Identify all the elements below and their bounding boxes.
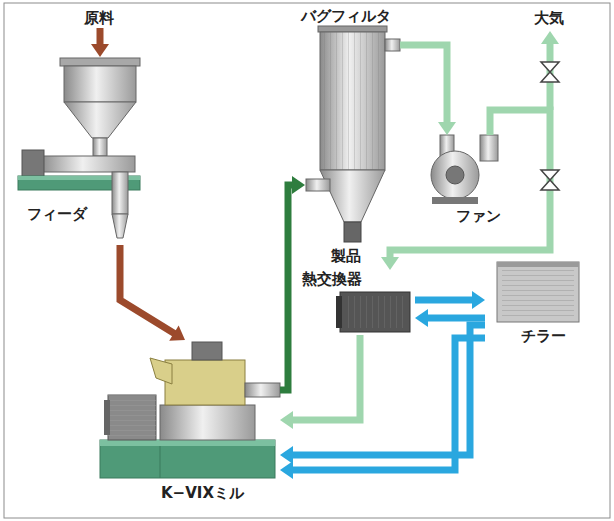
bag-filter-illustration xyxy=(306,26,400,242)
arrowhead xyxy=(280,461,293,479)
flow-arrow xyxy=(280,335,360,429)
feeder-node: フィーダ xyxy=(15,55,150,245)
flow-arrow xyxy=(280,338,485,479)
vent-arrowhead xyxy=(541,31,559,44)
arrowhead xyxy=(381,257,399,270)
heat-exchanger-node: 熱交換器 xyxy=(298,270,415,335)
arrowhead xyxy=(438,122,456,135)
flow-arrow xyxy=(381,110,550,270)
material-label: 原料 xyxy=(84,9,114,27)
flow-arrow xyxy=(415,291,485,309)
feeder-illustration xyxy=(18,58,140,238)
flow-arrow xyxy=(400,45,456,135)
flow-line xyxy=(120,245,175,334)
flow-line xyxy=(390,110,550,258)
flow-line xyxy=(415,297,473,304)
flow-arrow xyxy=(120,245,185,341)
bag-filter-node: バグフィルタ xyxy=(305,5,400,255)
mill-illustration xyxy=(100,342,280,478)
flow-line xyxy=(292,335,360,420)
chiller-node: チラー xyxy=(485,255,590,347)
arrowhead xyxy=(169,326,185,341)
heat-exchanger-illustration xyxy=(336,292,410,332)
valve-symbol xyxy=(541,62,559,82)
equipment-label: チラー xyxy=(521,327,566,345)
flow-line xyxy=(292,338,485,470)
arrowhead xyxy=(415,309,428,327)
equipment-label: フィーダ xyxy=(27,205,87,223)
equipment-label: K−VIXミル xyxy=(161,484,244,502)
fan-illustration xyxy=(431,135,498,204)
feed-arrowhead xyxy=(91,44,109,57)
arrowhead xyxy=(292,176,305,194)
mill-node: K−VIXミル xyxy=(95,340,280,506)
equipment-label: バグフィルタ xyxy=(301,7,391,25)
flow-line xyxy=(427,315,485,322)
feed-line xyxy=(97,28,104,44)
equipment-label: 熱交換器 xyxy=(302,270,362,288)
atmosphere-label: 大気 xyxy=(534,9,564,27)
flow-arrow xyxy=(280,176,305,390)
arrowhead xyxy=(280,446,293,464)
equipment-label: ファン xyxy=(456,207,501,225)
flow-line xyxy=(280,185,293,390)
arrowhead xyxy=(472,291,485,309)
valve-symbol xyxy=(541,170,559,190)
product-label: 製品 xyxy=(331,247,361,265)
arrowhead xyxy=(280,411,293,429)
chiller-illustration xyxy=(497,262,579,322)
flow-line xyxy=(400,45,447,123)
fan-node: ファン xyxy=(420,135,520,227)
